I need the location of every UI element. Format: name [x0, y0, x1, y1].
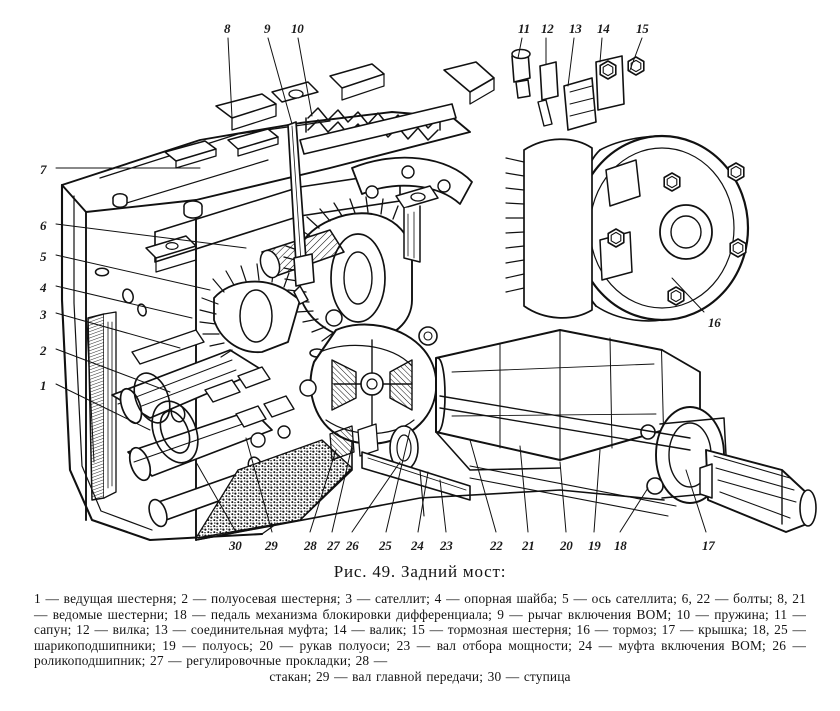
figure-title: Рис. 49. Задний мост: [333, 562, 507, 581]
callout-8: 8 [224, 21, 231, 36]
callout-27: 27 [327, 538, 340, 553]
differential-carrier [309, 323, 438, 445]
callout-5: 5 [40, 249, 47, 264]
pto-shaft [361, 451, 471, 517]
lower-gear-cluster [111, 329, 353, 539]
figure-caption-block: Рис. 49. Задний мост: 1 — ведущая шестер… [0, 562, 840, 711]
callout-23: 23 [440, 538, 453, 553]
callout-3: 3 [40, 307, 47, 322]
callout-20: 20 [560, 538, 573, 553]
rear-axle-drawing-svg [55, 37, 817, 542]
adjusting-shims [329, 423, 379, 461]
callout-19: 19 [588, 538, 601, 553]
ball-bearings [299, 309, 438, 397]
flange-arc-plate [351, 156, 473, 263]
callout-28: 28 [304, 538, 317, 553]
callout-10: 10 [291, 21, 304, 36]
callout-13: 13 [569, 21, 582, 36]
callout-21: 21 [522, 538, 535, 553]
callout-1: 1 [40, 378, 47, 393]
rear-axle-cutaway-figure [55, 37, 817, 542]
callout-16: 16 [708, 315, 721, 330]
splined-shaft-end [699, 449, 817, 533]
callout-9: 9 [264, 21, 271, 36]
callout-14: 14 [597, 21, 610, 36]
pto-lever-and-spring [287, 48, 645, 305]
callout-18: 18 [614, 538, 627, 553]
drive-pinion-gear [199, 263, 301, 358]
brake-gear [505, 138, 593, 319]
half-axle-shaft [439, 395, 691, 517]
base-edge [195, 431, 665, 541]
figure-legend: 1 — ведущая шестерня; 2 — полуосевая шес… [34, 591, 806, 685]
callout-25: 25 [379, 538, 392, 553]
callout-11: 11 [518, 21, 530, 36]
leader-lines [55, 37, 707, 533]
legend-last-line: стакан; 29 — вал главной передачи; 30 — … [269, 668, 571, 684]
callout-4: 4 [40, 280, 47, 295]
callout-30: 30 [229, 538, 242, 553]
callout-26: 26 [346, 538, 359, 553]
lower-left-bearing-ring [133, 372, 199, 464]
callout-12: 12 [541, 21, 554, 36]
callout-29: 29 [265, 538, 278, 553]
callout-6: 6 [40, 218, 47, 233]
callout-22: 22 [490, 538, 503, 553]
callout-15: 15 [636, 21, 649, 36]
housing-section-rib [87, 311, 117, 501]
callout-2: 2 [40, 343, 47, 358]
callout-17: 17 [702, 538, 715, 553]
legend-body: 1 — ведущая шестерня; 2 — полуосевая шес… [34, 591, 806, 669]
callout-24: 24 [411, 538, 424, 553]
callout-7: 7 [40, 162, 47, 177]
